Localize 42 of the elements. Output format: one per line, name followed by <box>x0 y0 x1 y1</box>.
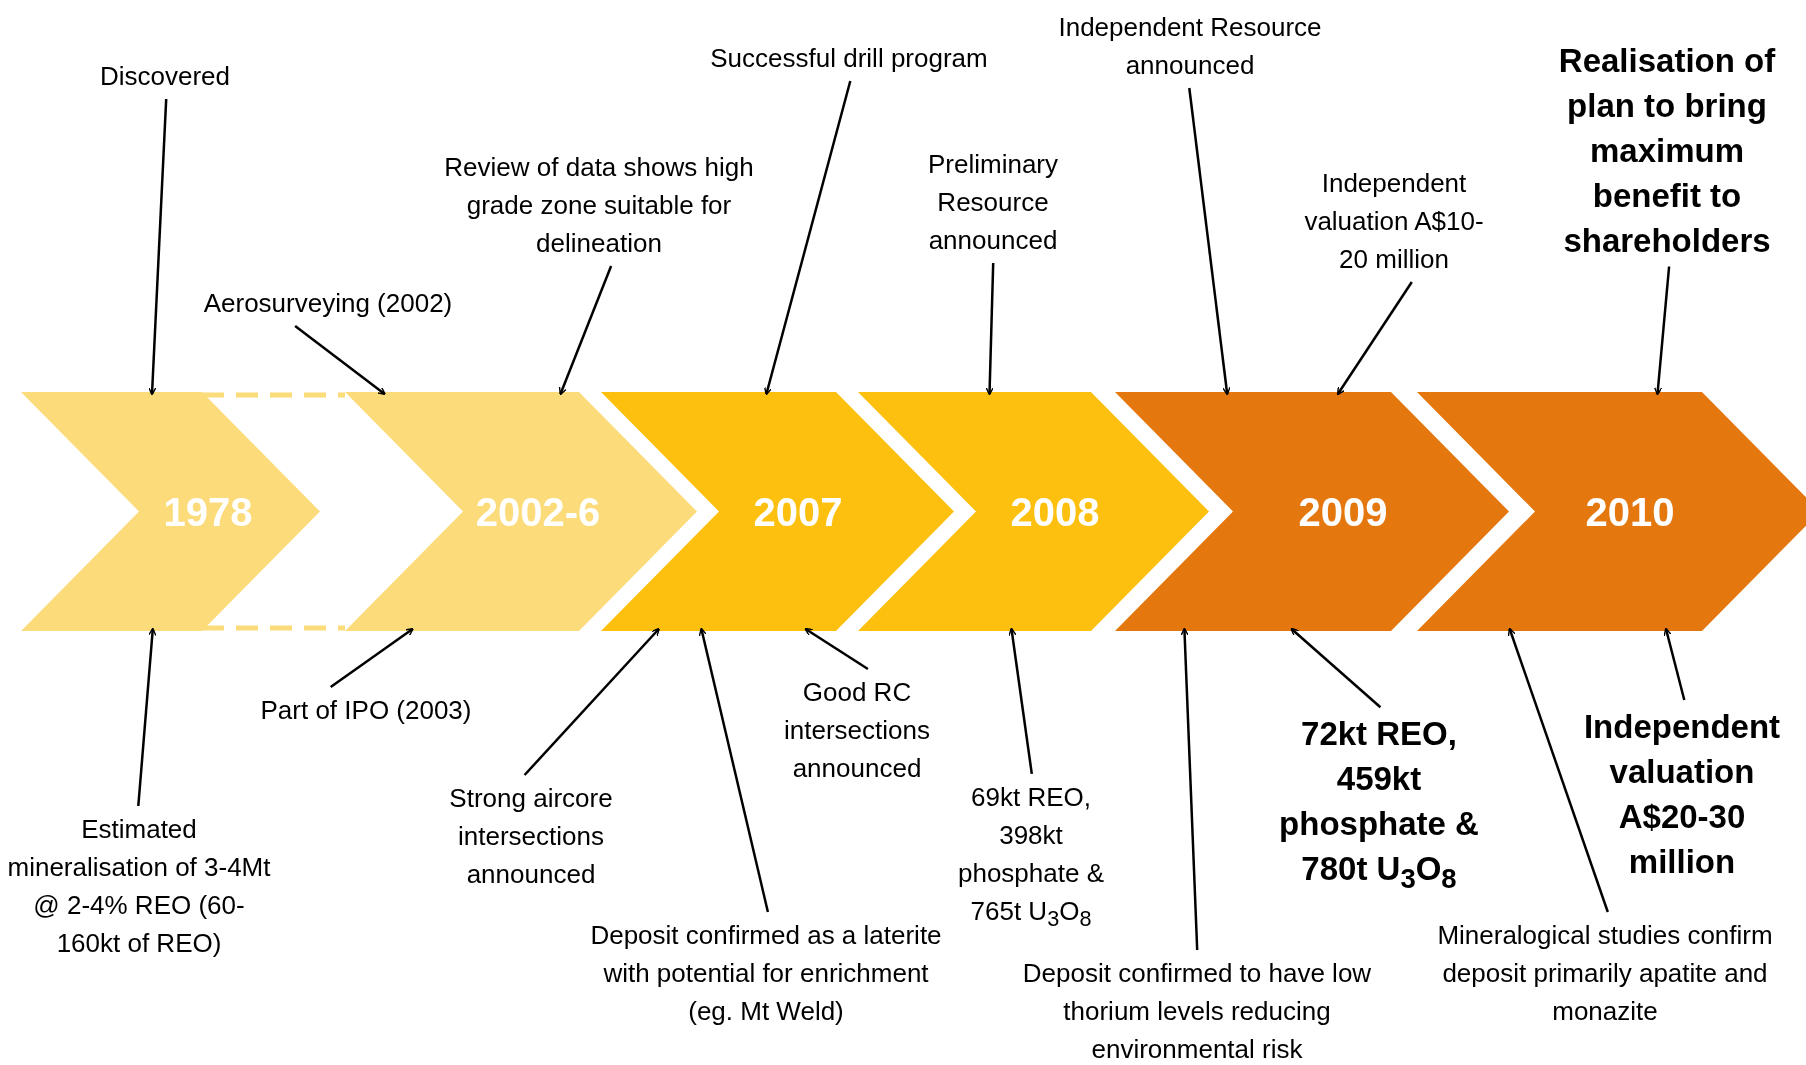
arrow <box>1507 627 1609 913</box>
arrow <box>698 627 770 913</box>
year-banner <box>1417 392 1806 631</box>
milestone-note: Part of IPO (2003) <box>256 691 476 729</box>
arrow <box>1290 627 1382 709</box>
milestone-note: Preliminary Resource announced <box>908 145 1078 259</box>
connector-line <box>202 392 345 398</box>
arrow <box>1663 627 1686 701</box>
milestone-note: Independent valuation A$10-20 million <box>1304 164 1484 278</box>
arrow <box>804 627 869 671</box>
year-label: 2002-6 <box>475 489 601 534</box>
year-label: 2009 <box>1298 489 1388 534</box>
connector-line <box>202 625 345 631</box>
arrow <box>558 265 613 396</box>
arrow <box>523 627 660 776</box>
milestone-note: Independent valuation A$20-30 million <box>1567 704 1797 884</box>
arrow <box>1008 627 1034 775</box>
milestone-note: Estimated mineralisation of 3-4Mt @ 2-4% REO (60-160kt of REO) <box>4 810 274 962</box>
arrow <box>763 80 852 396</box>
year-label: 2007 <box>753 489 843 534</box>
milestone-note: Mineralogical studies confirm deposit primarily apatite and monazite <box>1425 916 1785 1030</box>
year-label: 1978 <box>163 489 253 534</box>
arrow <box>1336 281 1413 396</box>
milestone-note: 72kt REO, 459kt phosphate & 780t U$_{3}$O$_{8}$ <box>1264 711 1494 901</box>
arrow <box>148 98 168 396</box>
arrow <box>1653 266 1671 396</box>
arrow <box>294 325 386 396</box>
milestone-note: Deposit confirmed to have low thorium levels reducing environmental risk <box>1007 954 1387 1065</box>
milestone-note: Aerosurveying (2002) <box>188 284 468 322</box>
milestone-note: Independent Resource announced <box>1040 8 1340 84</box>
milestone-note: Successful drill program <box>679 39 1019 77</box>
arrow <box>1180 627 1199 951</box>
arrow <box>985 262 995 396</box>
arrow <box>1188 87 1231 396</box>
year-label: 2010 <box>1585 489 1675 534</box>
arrow <box>329 627 414 688</box>
year-label: 2008 <box>1010 489 1100 534</box>
milestone-note: Review of data shows high grade zone suitable for delineation <box>434 148 764 262</box>
milestone-note: Strong aircore intersections announced <box>441 779 621 893</box>
milestone-note: Realisation of plan to bring maximum benefit to shareholders <box>1557 37 1777 263</box>
arrow <box>137 627 157 807</box>
milestone-note: Discovered <box>35 57 295 95</box>
